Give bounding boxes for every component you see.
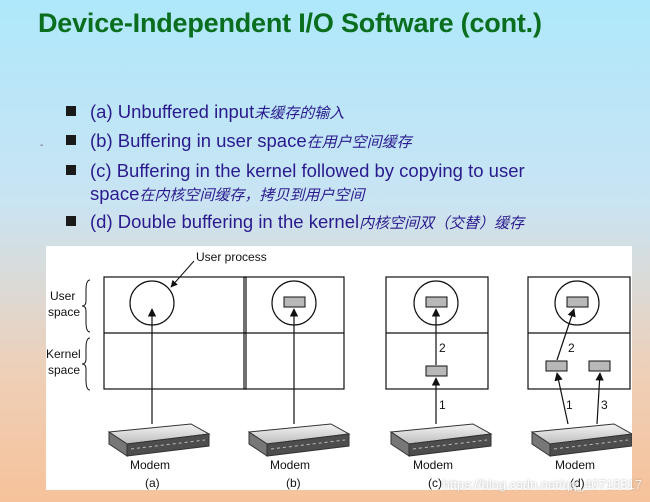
kernel-buffer-box-1: [545, 360, 568, 372]
panel-caption: (c): [428, 476, 442, 490]
arrow-label: 2: [439, 341, 446, 355]
kernel-space-label-2: space: [48, 363, 80, 377]
data-arrow-2: [556, 308, 576, 361]
modem-icon: [107, 423, 211, 457]
bullet-text-cn: 未缓存的输入: [254, 104, 345, 122]
kernel-buffer-box-2: [588, 360, 611, 372]
kernel-space-brace: [81, 337, 91, 391]
buffer-box: [425, 296, 448, 308]
modem-icon: [247, 423, 351, 457]
kernel-buffer-box: [425, 365, 448, 377]
square-bullet-icon: [66, 216, 76, 226]
watermark: https://blog.csdn.net/qq_40718317: [442, 477, 643, 492]
process-circle: [554, 280, 600, 326]
modem-icon: [530, 423, 632, 457]
buffer-box: [566, 296, 589, 308]
slide-title: Device-Independent I/O Software (cont.): [38, 8, 542, 38]
square-bullet-icon: [66, 135, 76, 145]
panel-d: 2 1 3 Modem (d): [527, 276, 632, 490]
buffer-box: [283, 296, 306, 308]
arrow-label: 1: [566, 398, 573, 412]
square-bullet-icon: [66, 106, 76, 116]
modem-label: Modem: [130, 458, 170, 472]
bullet-text-en: (c) Buffering in the kernel followed by …: [90, 160, 525, 181]
bullet-text-en: (b) Buffering in user space: [90, 130, 307, 151]
data-arrow-1: [554, 372, 569, 425]
arrow-label: 3: [601, 398, 608, 412]
panel-c: 2 1 Modem (c): [385, 276, 493, 490]
bullet-text-cn: 内核空间双（交替）缓存: [359, 214, 525, 232]
arrow-label: 2: [568, 341, 575, 355]
bullet-text-cn: 在用户空间缓存: [306, 133, 412, 151]
arrow-label: 1: [439, 398, 446, 412]
user-space-label-2: space: [48, 305, 80, 319]
panel-caption: (d): [570, 476, 585, 490]
data-arrow-3: [595, 372, 604, 425]
user-space-brace: [81, 279, 91, 333]
user-process-pointer: [170, 260, 195, 288]
panel-b: Modem (b): [243, 276, 351, 490]
modem-label: Modem: [555, 458, 595, 472]
stray-mark: -: [40, 140, 44, 151]
bullet-text-en: (d) Double buffering in the kernel: [90, 211, 360, 232]
bullet-item-c: (c) Buffering in the kernel followed by …: [64, 159, 525, 207]
bullet-item-a: (a) Unbuffered input未缓存的输入: [64, 100, 344, 125]
kernel-space-label-1: Kernel: [46, 347, 81, 361]
buffering-diagram: User space Kernel space User process Mod…: [46, 250, 632, 490]
user-process-label: User process: [196, 250, 267, 264]
bullet-item-b: (b) Buffering in user space在用户空间缓存: [64, 129, 412, 154]
bullet-text-en-2: space: [90, 183, 140, 204]
modem-label: Modem: [270, 458, 310, 472]
panel-caption: (a): [145, 476, 160, 490]
modem-label: Modem: [413, 458, 453, 472]
bullet-text-cn-2: 在内核空间缓存，拷贝到用户空间: [139, 186, 365, 204]
bullet-text-en: (a) Unbuffered input: [90, 101, 255, 122]
square-bullet-icon: [66, 165, 76, 175]
buffering-figure: User space Kernel space User process Mod…: [46, 246, 632, 490]
panel-a: Modem (a): [103, 276, 247, 490]
bullet-item-d: (d) Double buffering in the kernel内核空间双（…: [64, 210, 524, 235]
user-space-label-1: User: [50, 289, 75, 303]
modem-icon: [389, 423, 493, 457]
panel-caption: (b): [286, 476, 301, 490]
